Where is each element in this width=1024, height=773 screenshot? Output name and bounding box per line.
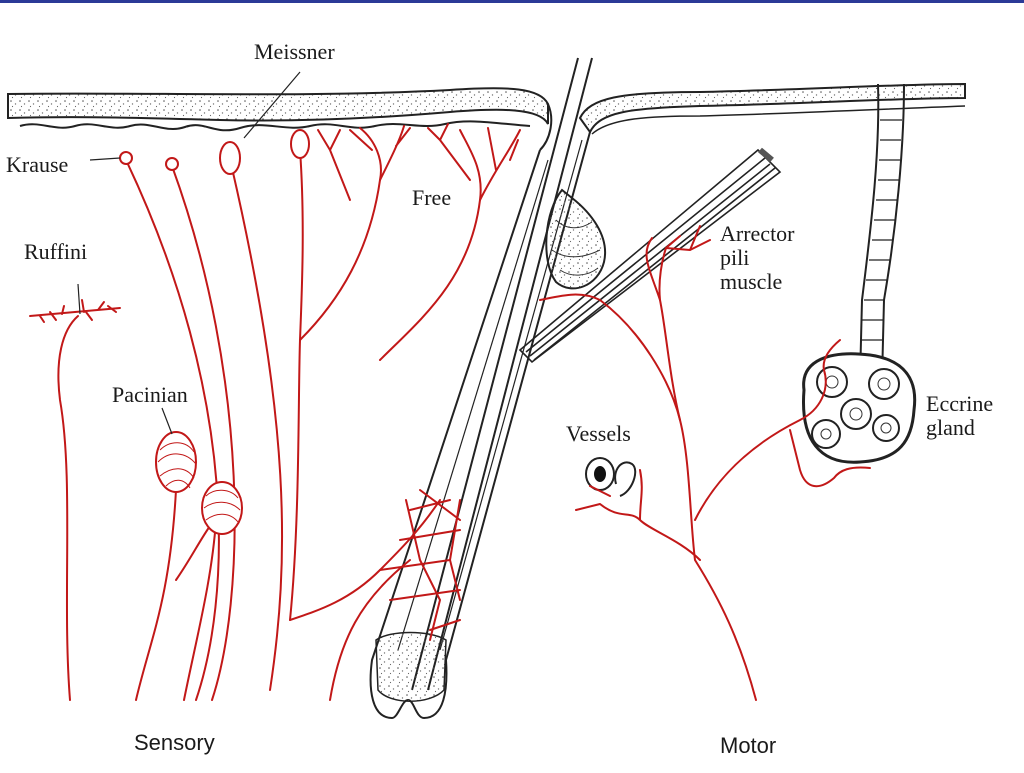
- top-frame-bar: [0, 0, 1024, 3]
- sensory-nerves: [29, 123, 521, 701]
- pacinian-corpuscle-2: [201, 481, 243, 535]
- meissner-corpuscle-1: [219, 141, 241, 175]
- label-sensory: Sensory: [134, 730, 215, 755]
- label-ruffini: Ruffini: [24, 239, 88, 264]
- sebaceous-gland: [545, 188, 607, 290]
- receptor-lamellae: [157, 442, 241, 523]
- blood-vessel: [585, 457, 637, 497]
- pacinian-corpuscle-1: [155, 431, 197, 493]
- krause-bulb-1: [119, 151, 133, 165]
- ruffini-leader: [77, 283, 81, 315]
- meissner-leader: [243, 71, 301, 139]
- label-arrector-line-1: Arrector: [720, 221, 795, 246]
- arrector-pili-muscle: [518, 147, 782, 364]
- label-leaders: [77, 71, 301, 435]
- label-motor: Motor: [720, 733, 777, 758]
- label-krause: Krause: [6, 152, 69, 177]
- krause-bulb-2: [165, 157, 179, 171]
- label-eccrine-gland: Eccrine gland: [926, 392, 993, 440]
- label-arrector-pili-muscle: Arrector pili muscle: [720, 222, 795, 294]
- label-arrector-line-2: pili: [720, 245, 750, 270]
- label-eccrine-line-2: gland: [926, 415, 975, 440]
- receptors: [119, 129, 310, 535]
- meissner-corpuscle-2: [290, 129, 310, 159]
- label-vessels: Vessels: [566, 421, 631, 446]
- epidermis-right: [578, 82, 966, 135]
- krause-leader: [89, 157, 121, 161]
- label-pacinian: Pacinian: [112, 382, 188, 407]
- epidermis-left: [7, 87, 553, 151]
- label-meissner: Meissner: [254, 39, 335, 64]
- pacinian-leader: [161, 407, 173, 435]
- label-eccrine-line-1: Eccrine: [926, 391, 994, 416]
- hair-follicle: [369, 57, 593, 720]
- motor-nerves: [539, 225, 871, 701]
- eccrine-gland-coil: [801, 352, 917, 464]
- label-arrector-line-3: muscle: [720, 269, 783, 294]
- label-free: Free: [412, 185, 452, 210]
- eccrine-duct: [859, 83, 905, 381]
